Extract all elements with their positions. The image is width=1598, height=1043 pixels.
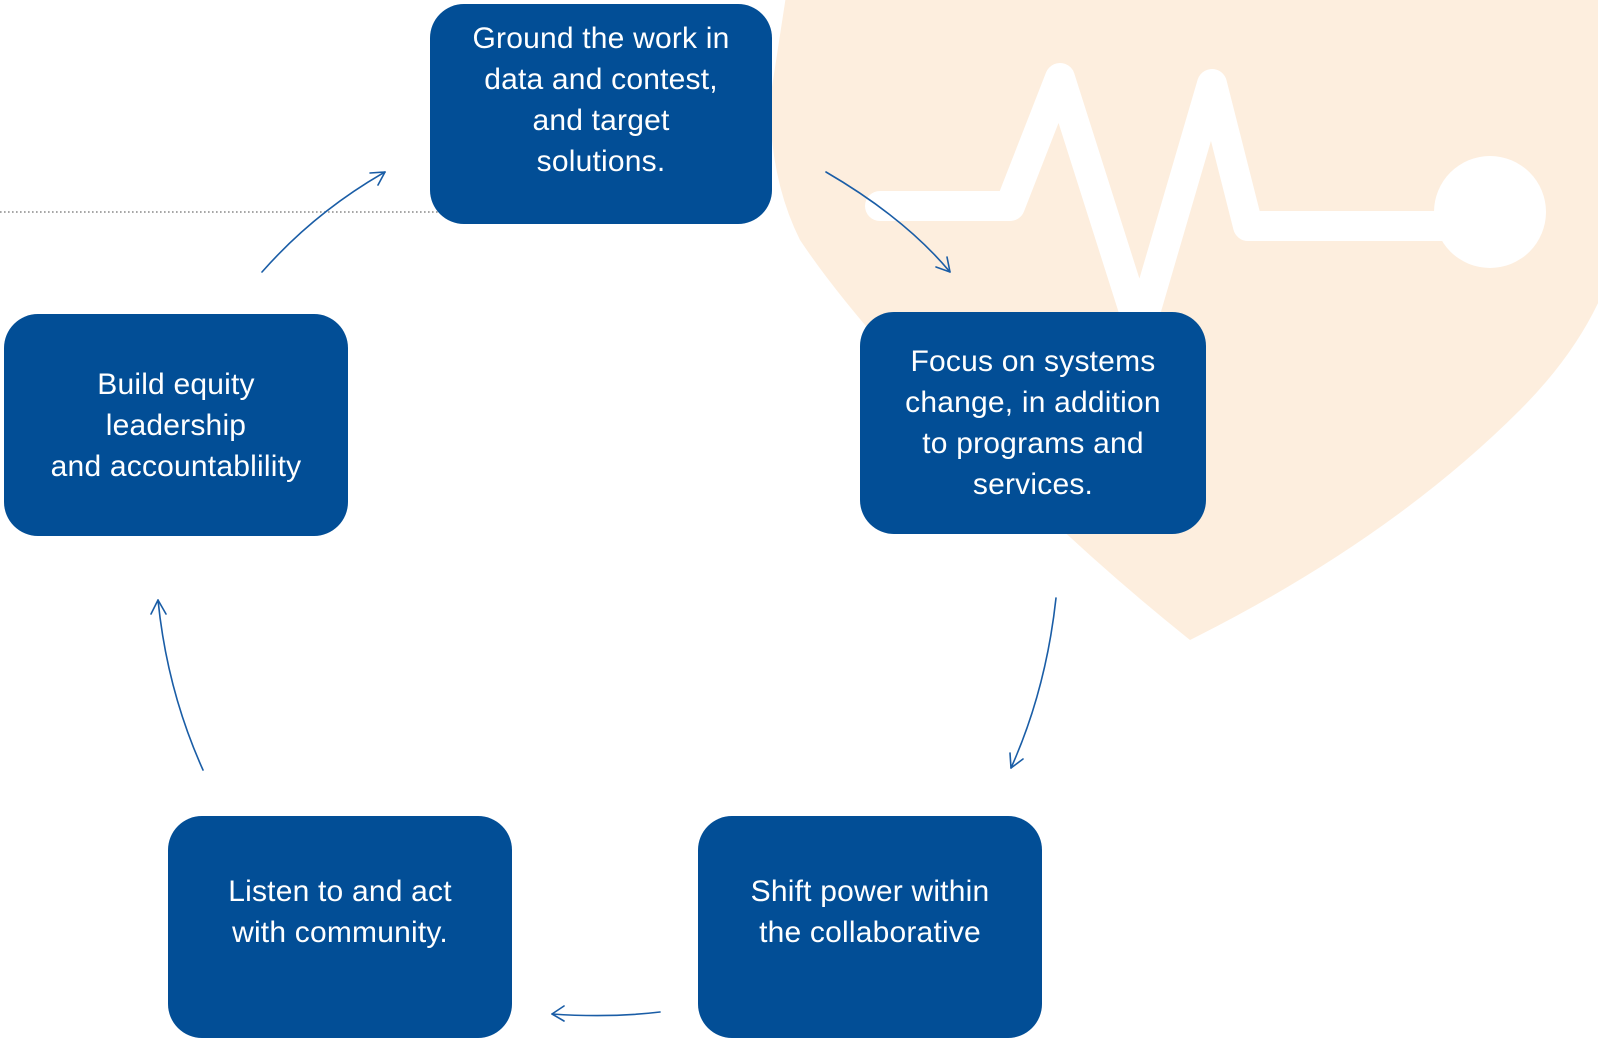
arrow-bright-to-bleft-head (551, 1005, 565, 1022)
step-focus-on-systems-change: Focus on systems change, in addition to … (860, 312, 1206, 534)
step-ground-the-work-label: Ground the work in data and contest, and… (472, 22, 730, 178)
step-ground-the-work: Ground the work in data and contest, and… (430, 4, 772, 224)
step-listen-to-community-label: Listen to and act with community. (228, 875, 452, 949)
heartbeat-dot-icon (1434, 156, 1546, 268)
step-shift-power: Shift power within the collaborative (698, 816, 1042, 1038)
step-focus-on-systems-change-label: Focus on systems change, in addition to … (905, 345, 1161, 501)
arrow-top-to-right-head (935, 256, 951, 273)
step-build-equity-leadership: Build equity leadership and accountablil… (4, 314, 348, 536)
step-shift-power-label: Shift power within the collaborative (750, 875, 990, 949)
arrow-top-to-right (825, 171, 951, 273)
arrow-right-to-bright (1010, 597, 1057, 769)
arrow-left-to-top-head (369, 171, 386, 186)
arrow-right-to-bright-head (1009, 752, 1024, 769)
arrow-bright-to-bleft (551, 1011, 661, 1017)
arrow-bleft-to-left-head (150, 599, 167, 615)
arrow-bleft-to-left (157, 599, 204, 771)
arrow-left-to-top (261, 171, 386, 273)
step-listen-to-community: Listen to and act with community. (168, 816, 512, 1038)
step-build-equity-leadership-label: Build equity leadership and accountablil… (50, 367, 302, 483)
